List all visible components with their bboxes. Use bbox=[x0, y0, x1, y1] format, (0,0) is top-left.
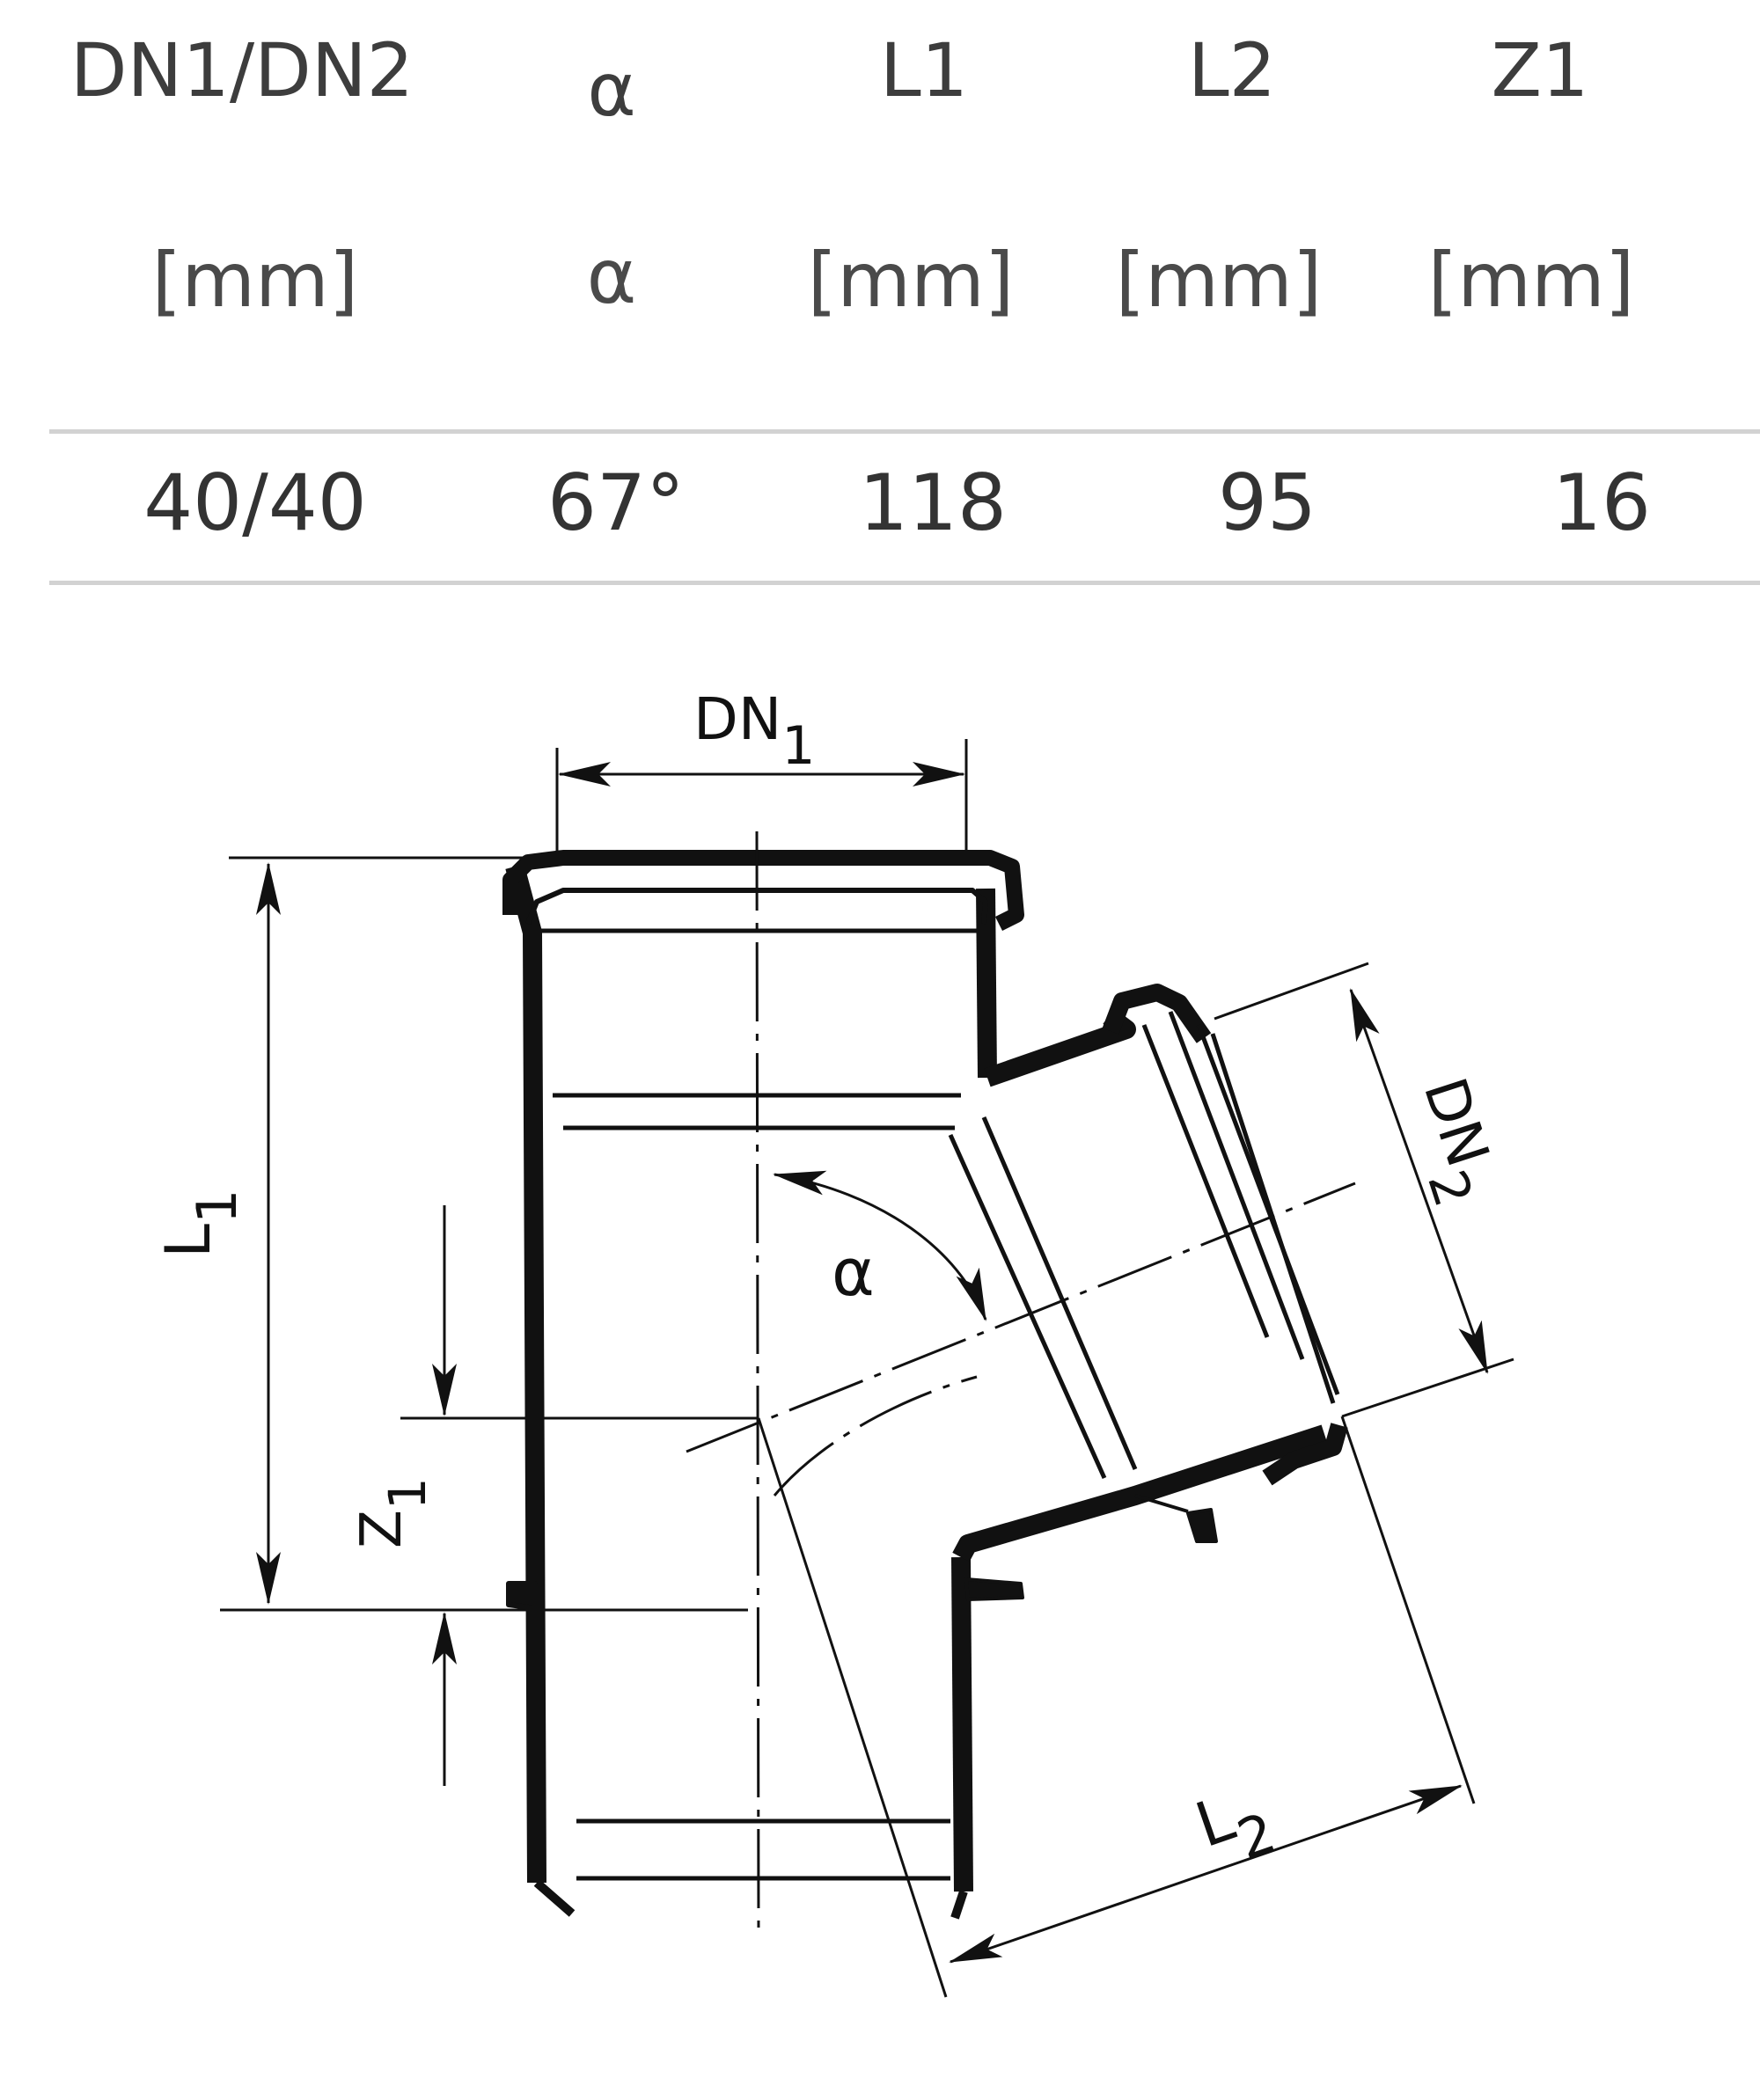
branch-fitting-drawing: DN1 L1 Z1 α DN2 L2 bbox=[0, 616, 1760, 2100]
unit-dn1-dn2: [mm] bbox=[151, 237, 359, 325]
header-l1: L1 bbox=[879, 27, 969, 113]
dimension-arrows bbox=[256, 762, 1489, 1964]
centerlines bbox=[686, 830, 1356, 1936]
unit-z1: [mm] bbox=[1427, 237, 1635, 325]
unit-alpha: α bbox=[586, 233, 637, 321]
header-z1: Z1 bbox=[1491, 27, 1589, 113]
table-rule-bottom bbox=[49, 581, 1760, 585]
value-z1: 16 bbox=[1552, 457, 1651, 548]
value-l1: 118 bbox=[859, 457, 1007, 548]
branch-pipe-body bbox=[948, 984, 1348, 1562]
table-rule-top bbox=[49, 429, 1760, 434]
value-dn1-dn2: 40/40 bbox=[143, 457, 367, 548]
label-alpha: α bbox=[832, 1235, 875, 1311]
label-l1: L1 bbox=[152, 1189, 249, 1258]
value-l2: 95 bbox=[1218, 457, 1316, 548]
value-alpha: 67° bbox=[547, 457, 685, 548]
label-dn2: DN2 bbox=[1388, 1070, 1513, 1214]
label-dn1: DN1 bbox=[693, 685, 815, 777]
unit-l1: [mm] bbox=[807, 237, 1015, 325]
extension-lines bbox=[220, 739, 1514, 1998]
header-dn1-dn2: DN1/DN2 bbox=[70, 27, 414, 113]
header-alpha: α bbox=[587, 47, 636, 133]
label-z1: Z1 bbox=[349, 1477, 437, 1548]
dimensions-table: DN1/DN2 α L1 L2 Z1 [mm] α [mm] [mm] [mm]… bbox=[0, 0, 1760, 598]
unit-l2: [mm] bbox=[1115, 237, 1323, 325]
label-l2: L2 bbox=[1187, 1771, 1283, 1884]
header-l2: L2 bbox=[1187, 27, 1277, 113]
